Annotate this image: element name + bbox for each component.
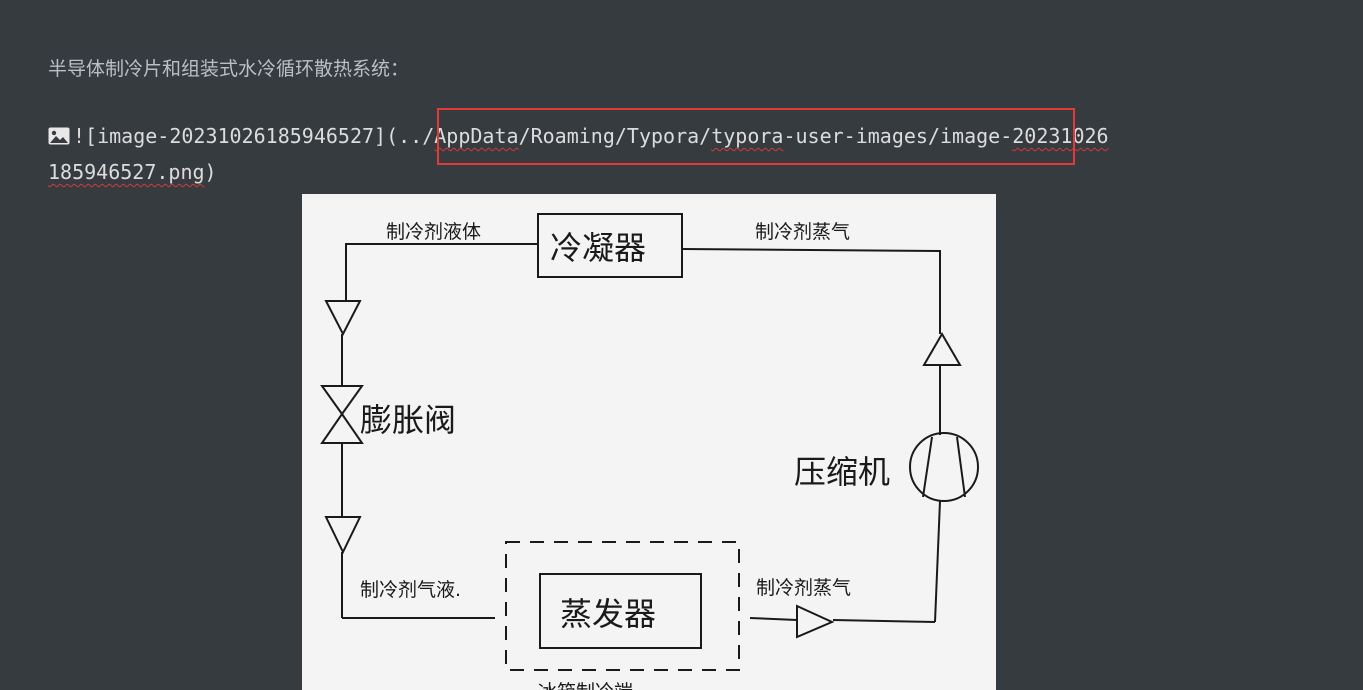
label-refrigerant-vapor-bottom: 制冷剂蒸气: [756, 577, 851, 599]
md-path-date: 20231026: [1012, 124, 1109, 148]
paragraph-text[interactable]: 半导体制冷片和组装式水冷循环散热系统：: [48, 58, 410, 80]
expansion-valve-top: [320, 385, 364, 416]
compressor-circle: [909, 432, 979, 502]
expansion-valve-bottom: [320, 412, 364, 444]
md-path-filename: 185946527.png: [48, 160, 205, 184]
md-image-close: ): [204, 160, 217, 184]
condenser-box: [537, 213, 683, 278]
flow-arrow-up: [922, 332, 962, 366]
flow-arrow-right: [796, 604, 835, 639]
markdown-image-source-line-2[interactable]: 185946527.png): [48, 154, 217, 190]
md-path-typora: typora: [711, 124, 784, 148]
md-path-user-images: -user-images/image-: [783, 124, 1013, 148]
label-refrigerant-vapor-top: 制冷剂蒸气: [755, 221, 850, 243]
pipe-bottom-mid: [749, 617, 798, 621]
markdown-image-source-line-1[interactable]: ![image-20231026185946527](../AppData/Ro…: [48, 118, 1109, 154]
evaporator-box: [539, 573, 702, 649]
pipe-bottom-right: [832, 619, 936, 623]
refrigeration-cycle-image[interactable]: 冷凝器 制冷剂液体 制冷剂蒸气 膨胀阀 压缩机 制冷剂气液. 蒸发器 制冷剂蒸气…: [302, 194, 996, 690]
pipe-top-left: [345, 243, 538, 302]
md-path-appdata: AppData: [434, 124, 519, 148]
md-path-roaming: /Roaming/Typora/: [518, 124, 712, 148]
highlight-annotation-box: [437, 108, 1075, 165]
label-evaporator: 蒸发器: [560, 595, 656, 633]
label-refrigerant-liquid: 制冷剂液体: [386, 221, 481, 243]
flow-arrow-down-2: [324, 516, 362, 555]
md-image-prefix: ![: [73, 124, 98, 148]
label-refrigerant-gas-liquid: 制冷剂气液.: [360, 579, 461, 601]
label-expansion-valve: 膨胀阀: [360, 401, 456, 439]
md-image-mid: ](: [374, 124, 399, 148]
cooling-zone-dashed: [505, 541, 740, 671]
label-condenser: 冷凝器: [550, 229, 646, 267]
refrigeration-diagram: 冷凝器 制冷剂液体 制冷剂蒸气 膨胀阀 压缩机 制冷剂气液. 蒸发器 制冷剂蒸气…: [320, 213, 979, 690]
label-bottom-partial: 冰箱制冷端: [538, 681, 633, 690]
md-path-dots: ../: [398, 124, 435, 148]
pipe-right-2: [934, 500, 941, 623]
compressor-line-1: [922, 436, 933, 498]
pipe-top-right: [681, 248, 941, 334]
compressor-line-2: [956, 436, 966, 498]
md-image-alt: image-20231026185946527: [97, 124, 375, 148]
image-icon: [48, 120, 70, 145]
flow-arrow-down-1: [324, 300, 362, 337]
label-compressor: 压缩机: [794, 453, 890, 491]
